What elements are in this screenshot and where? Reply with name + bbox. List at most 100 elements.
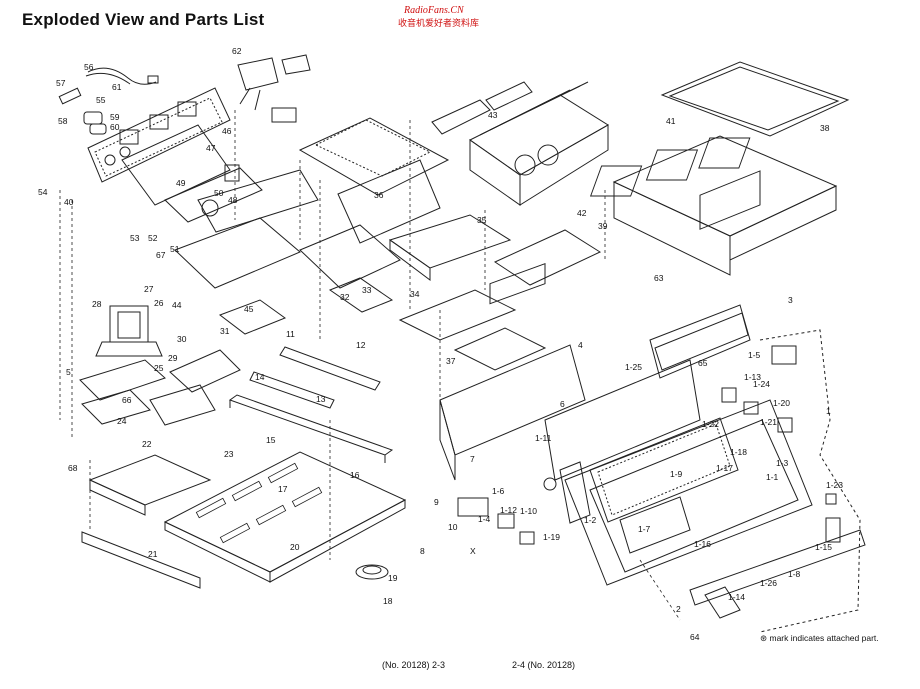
part-label-36: 36 xyxy=(374,190,384,200)
part-label-1-23: 1-23 xyxy=(826,480,843,490)
part-label-3: 3 xyxy=(788,295,793,305)
part-label-46: 46 xyxy=(222,126,232,136)
cabinet-39 xyxy=(589,135,838,276)
part-label-38: 38 xyxy=(820,123,830,133)
board-lower-left xyxy=(174,169,319,289)
bar-21 xyxy=(81,531,201,589)
knob-group xyxy=(457,262,557,545)
part-label-50: 50 xyxy=(214,188,224,198)
part-label-49: 49 xyxy=(176,178,186,188)
front-board-34 xyxy=(398,289,517,341)
part-label-35: 35 xyxy=(477,215,487,225)
part-label-45: 45 xyxy=(244,304,254,314)
part-label-1-26: 1-26 xyxy=(760,578,777,588)
attached-part-note: ⊛ mark indicates attached part. xyxy=(760,633,879,643)
part-label-6: 6 xyxy=(560,399,565,409)
part-label-11: 11 xyxy=(286,329,295,339)
left-bracket-22 xyxy=(88,454,212,516)
part-label-1-17: 1-17 xyxy=(716,463,733,473)
part-label-15: 15 xyxy=(266,435,276,445)
terminal-block xyxy=(431,81,533,135)
part-label-2: 2 xyxy=(676,604,681,614)
part-label-47: 47 xyxy=(206,143,216,153)
board-32-33 xyxy=(299,224,401,313)
part-label-1-2: 1-2 xyxy=(584,515,597,525)
part-label-7: 7 xyxy=(470,454,475,464)
part-label-1-19: 1-19 xyxy=(543,532,560,542)
part-label-10: 10 xyxy=(448,522,458,532)
part-label-19: 19 xyxy=(388,573,398,583)
bottom-chassis-16 xyxy=(163,451,407,583)
part-label-26: 26 xyxy=(154,298,164,308)
part-label-25: 25 xyxy=(154,363,164,373)
part-label-65: 65 xyxy=(698,358,708,368)
part-label-58: 58 xyxy=(58,116,68,126)
part-label-23: 23 xyxy=(224,449,234,459)
part-label-63: 63 xyxy=(654,273,664,283)
part-label-X: X xyxy=(470,546,476,556)
part-label-14: 14 xyxy=(255,372,265,382)
part-label-5: 5 xyxy=(66,367,71,377)
part-label-66: 66 xyxy=(122,395,132,405)
part-label-1-15: 1-15 xyxy=(815,542,832,552)
part-label-1-24: 1-24 xyxy=(753,379,770,389)
part-label-13: 13 xyxy=(316,394,326,404)
transformer-26 xyxy=(95,305,163,357)
board-46 xyxy=(121,124,231,206)
footer-right-page: 2-4 (No. 20128) xyxy=(512,660,576,670)
part-label-22: 22 xyxy=(142,439,152,449)
bracket-15 xyxy=(228,394,394,463)
part-label-4: 4 xyxy=(578,340,583,350)
part-label-17: 17 xyxy=(278,484,288,494)
part-label-43: 43 xyxy=(488,110,498,120)
part-label-1-16: 1-16 xyxy=(694,539,711,549)
part-label-59: 59 xyxy=(110,112,120,122)
part-label-37: 37 xyxy=(446,356,456,366)
part-label-1-14: 1-14 xyxy=(728,592,745,602)
part-label-42: 42 xyxy=(577,208,587,218)
part-label-68: 68 xyxy=(68,463,78,473)
part-label-1-10: 1-10 xyxy=(520,506,537,516)
part-label-67: 67 xyxy=(156,250,166,260)
front-chassis-4 xyxy=(439,344,701,481)
part-label-60: 60 xyxy=(110,122,120,132)
part-label-1-21: 1-21 xyxy=(760,417,777,427)
part-label-24: 24 xyxy=(117,416,127,426)
part-label-44: 44 xyxy=(172,300,182,310)
part-number-labels: 11-11-21-31-41-51-61-71-81-91-101-111-12… xyxy=(38,46,843,642)
part-label-1-9: 1-9 xyxy=(670,469,683,479)
part-label-1-13: 1-13 xyxy=(744,372,761,382)
part-label-21: 21 xyxy=(148,549,158,559)
part-label-1: 1 xyxy=(826,406,831,416)
part-label-40: 40 xyxy=(64,197,74,207)
part-label-48: 48 xyxy=(228,195,238,205)
bracket-1-14 xyxy=(704,586,741,619)
part-label-62: 62 xyxy=(232,46,242,56)
part-label-1-22: 1-22 xyxy=(702,419,719,429)
part-label-51: 51 xyxy=(170,244,180,254)
board-35 xyxy=(388,214,512,281)
connector-assembly xyxy=(237,54,311,123)
leader-lines xyxy=(59,110,681,621)
part-label-1-25: 1-25 xyxy=(625,362,642,372)
watermark-subtitle: 收音机爱好者资料库 xyxy=(398,19,480,29)
rear-panel-assembly xyxy=(87,87,231,183)
part-label-56: 56 xyxy=(84,62,94,72)
part-label-1-6: 1-6 xyxy=(492,486,505,496)
part-label-28: 28 xyxy=(92,299,102,309)
part-label-29: 29 xyxy=(168,353,178,363)
part-label-31: 31 xyxy=(220,326,230,336)
page-title: Exploded View and Parts List xyxy=(22,10,265,29)
part-label-30: 30 xyxy=(177,334,187,344)
panel-1-3 xyxy=(589,417,739,523)
attached-parts-outline xyxy=(759,329,861,633)
part-label-1-5: 1-5 xyxy=(748,350,761,360)
part-label-1-1: 1-1 xyxy=(766,472,779,482)
part-label-9: 9 xyxy=(434,497,439,507)
part-label-18: 18 xyxy=(383,596,393,606)
part-label-52: 52 xyxy=(148,233,158,243)
part-label-1-3: 1-3 xyxy=(776,458,789,468)
power-cord xyxy=(85,67,159,85)
part-label-64: 64 xyxy=(690,632,700,642)
